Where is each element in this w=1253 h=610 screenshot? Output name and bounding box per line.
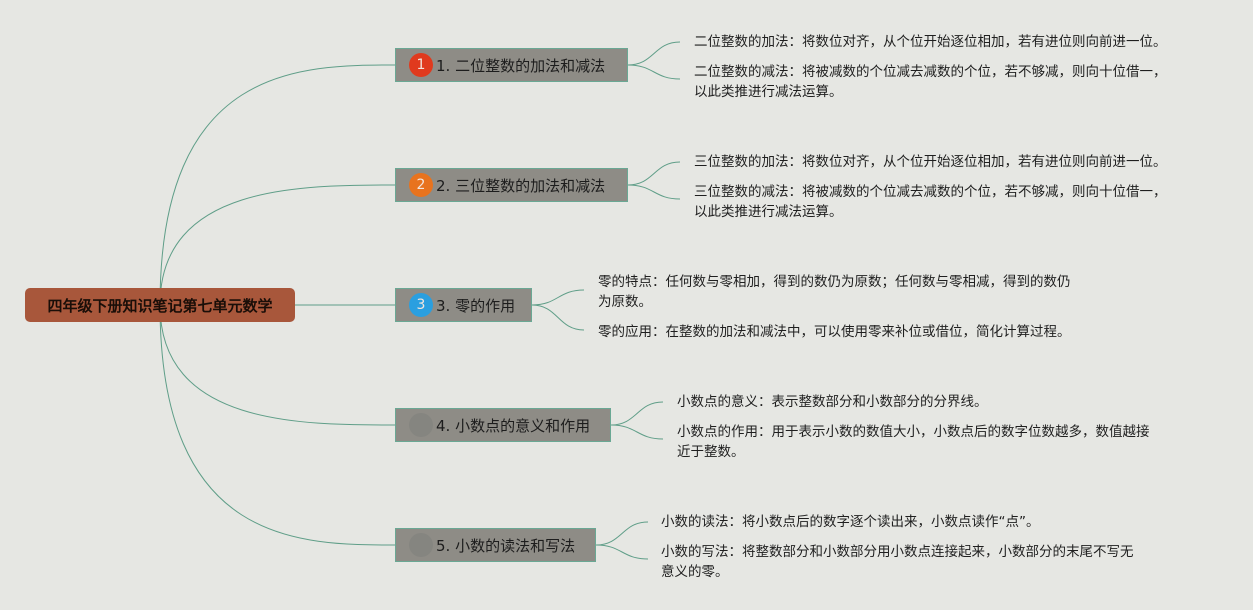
note-decimal-reading[interactable]: 小数的读法：将小数点后的数字逐个读出来，小数点读作“点”。	[661, 512, 1040, 532]
root-topic[interactable]: 四年级下册知识笔记第七单元数学	[25, 288, 295, 322]
priority-5-icon	[409, 533, 433, 557]
note-link-3-1	[531, 289, 585, 306]
note-link-4-1	[610, 401, 664, 426]
note-line: 小数点的意义：表示整数部分和小数部分的分界线。	[677, 394, 988, 410]
priority-2-icon: 2	[409, 173, 433, 197]
priority-1-icon: 1	[409, 53, 433, 77]
topic-label: 2. 三位整数的加法和减法	[436, 176, 606, 195]
topic-label: 5. 小数的读法和写法	[436, 536, 576, 555]
note-line: 小数的读法：将小数点后的数字逐个读出来，小数点读作“点”。	[661, 514, 1040, 530]
root-link-4	[159, 304, 396, 426]
note-link-3-2	[531, 304, 585, 331]
note-decimal-writing[interactable]: 小数的写法：将整数部分和小数部分用小数点连接起来，小数部分的末尾不写无 意义的零…	[661, 542, 1134, 582]
note-link-5-1	[595, 521, 649, 546]
note-line: 二位整数的加法：将数位对齐，从个位开始逐位相加，若有进位则向前进一位。	[694, 34, 1167, 50]
topic-label: 1. 二位整数的加法和减法	[436, 56, 606, 75]
root-topic-label: 四年级下册知识笔记第七单元数学	[47, 296, 273, 315]
note-line: 以此类推进行减法运算。	[694, 204, 843, 220]
topic-4[interactable]: 4. 小数点的意义和作用	[395, 408, 611, 442]
priority-3-icon: 3	[409, 293, 433, 317]
note-decimal-point-meaning[interactable]: 小数点的意义：表示整数部分和小数部分的分界线。	[677, 392, 988, 412]
topic-5[interactable]: 5. 小数的读法和写法	[395, 528, 596, 562]
note-line: 二位整数的减法：将被减数的个位减去减数的个位，若不够减，则向十位借一，	[694, 64, 1167, 80]
note-subtraction-2digit[interactable]: 二位整数的减法：将被减数的个位减去减数的个位，若不够减，则向十位借一， 以此类推…	[694, 62, 1167, 102]
note-link-1-1	[627, 41, 681, 66]
note-line: 近于整数。	[677, 444, 745, 460]
note-addition-3digit[interactable]: 三位整数的加法：将数位对齐，从个位开始逐位相加，若有进位则向前进一位。	[694, 152, 1167, 172]
note-link-1-2	[627, 64, 681, 80]
note-subtraction-3digit[interactable]: 三位整数的减法：将被减数的个位减去减数的个位，若不够减，则向十位借一， 以此类推…	[694, 182, 1167, 222]
topic-1[interactable]: 1 1. 二位整数的加法和减法	[395, 48, 628, 82]
note-line: 意义的零。	[661, 564, 729, 580]
note-link-5-2	[595, 544, 649, 560]
note-link-2-1	[627, 161, 681, 186]
priority-4-icon	[409, 413, 433, 437]
note-zero-usage[interactable]: 零的应用：在整数的加法和减法中，可以使用零来补位或借位，简化计算过程。	[598, 322, 1071, 342]
note-line: 三位整数的加法：将数位对齐，从个位开始逐位相加，若有进位则向前进一位。	[694, 154, 1167, 170]
root-link-1	[159, 64, 396, 306]
topic-label: 4. 小数点的意义和作用	[436, 416, 591, 435]
note-line: 小数点的作用：用于表示小数的数值大小，小数点后的数字位数越多，数值越接	[677, 424, 1150, 440]
root-link-5	[159, 304, 396, 546]
note-line: 零的应用：在整数的加法和减法中，可以使用零来补位或借位，简化计算过程。	[598, 324, 1071, 340]
topic-3[interactable]: 3 3. 零的作用	[395, 288, 532, 322]
note-decimal-point-function[interactable]: 小数点的作用：用于表示小数的数值大小，小数点后的数字位数越多，数值越接 近于整数…	[677, 422, 1150, 462]
topic-2[interactable]: 2 2. 三位整数的加法和减法	[395, 168, 628, 202]
topic-label: 3. 零的作用	[436, 296, 516, 315]
note-line: 三位整数的减法：将被减数的个位减去减数的个位，若不够减，则向十位借一，	[694, 184, 1167, 200]
note-zero-property[interactable]: 零的特点：任何数与零相加，得到的数仍为原数；任何数与零相减，得到的数仍 为原数。	[598, 272, 1071, 312]
note-line: 小数的写法：将整数部分和小数部分用小数点连接起来，小数部分的末尾不写无	[661, 544, 1134, 560]
note-addition-2digit[interactable]: 二位整数的加法：将数位对齐，从个位开始逐位相加，若有进位则向前进一位。	[694, 32, 1167, 52]
note-line: 以此类推进行减法运算。	[694, 84, 843, 100]
note-link-2-2	[627, 184, 681, 200]
note-link-4-2	[610, 424, 664, 440]
note-line: 零的特点：任何数与零相加，得到的数仍为原数；任何数与零相减，得到的数仍	[598, 274, 1071, 290]
note-line: 为原数。	[598, 294, 652, 310]
root-link-2	[159, 184, 396, 306]
